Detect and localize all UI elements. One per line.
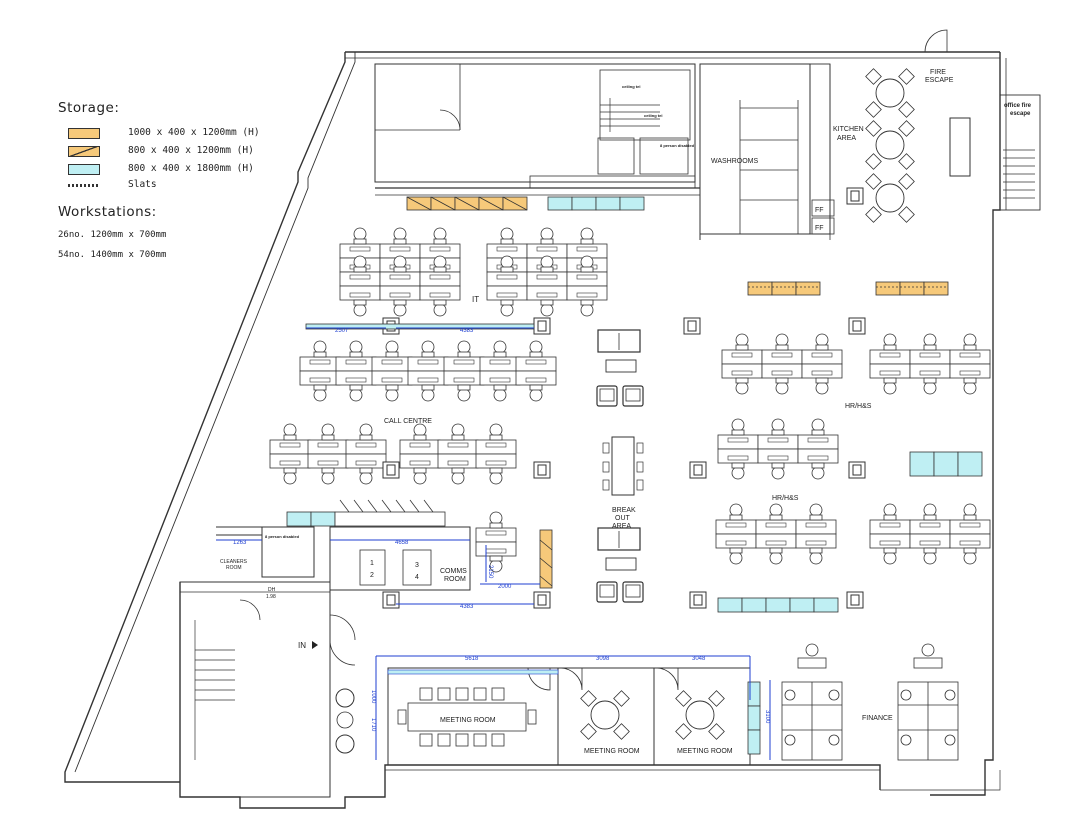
label-hr-mid: HR/H&S xyxy=(772,495,799,502)
workstations-finance xyxy=(781,643,959,761)
label-fire-escape: FIRE xyxy=(930,69,946,76)
storage-slats-comms xyxy=(334,499,446,527)
orange-swatch xyxy=(68,128,100,139)
dim-label: 1263 xyxy=(233,540,247,546)
meeting-furniture xyxy=(397,687,537,747)
label-dh: DH xyxy=(268,587,276,593)
label-rack-2: 2 xyxy=(370,572,374,579)
label-break-area: AREA xyxy=(612,523,631,530)
dim-label: 3100 xyxy=(764,710,770,724)
cyan-swatch xyxy=(68,164,100,175)
label-lift-top: 8 person disabled xyxy=(660,143,695,148)
room-labels: WASHROOMS KITCHEN AREA FIRE ESCAPE offic… xyxy=(220,69,1032,755)
dim-label: 3048 xyxy=(692,656,706,662)
orange-hatched-swatch xyxy=(68,146,100,157)
label-lift-left: 8 person disabled xyxy=(265,534,300,539)
label-meeting-3: MEETING ROOM xyxy=(677,748,733,755)
label-meeting-2: MEETING ROOM xyxy=(584,748,640,755)
breakout-furniture xyxy=(335,329,644,754)
dim-label: 4383 xyxy=(460,328,474,334)
storage-orange-top xyxy=(406,196,528,211)
label-comms: COMMS xyxy=(440,568,467,575)
meeting-round-table-1 xyxy=(580,690,630,740)
dimension-labels: 2507 4383 4383 4658 2000 1263 2150 5618 … xyxy=(233,328,770,732)
storage-cyan-hr xyxy=(909,451,983,477)
label-break: BREAK xyxy=(612,507,636,514)
label-ceiling-1: ceiling tel xyxy=(622,84,640,89)
workstations-it-left xyxy=(339,227,461,317)
dim-label: 1000 xyxy=(370,690,376,704)
label-kitchen: KITCHEN xyxy=(833,126,864,133)
storage-units xyxy=(286,196,983,755)
storage-cyan-comms xyxy=(286,511,336,527)
label-comms-room: ROOM xyxy=(444,576,466,583)
dim-label: 3098 xyxy=(596,656,610,662)
label-cleaners-room: ROOM xyxy=(226,565,242,571)
label-fire-escape-2: ESCAPE xyxy=(925,77,954,84)
label-ff-1: FF xyxy=(815,207,824,214)
label-office-fire: office fire xyxy=(1004,103,1032,109)
dim-label: 2150 xyxy=(487,565,493,579)
workstation-item: 26no. 1200mm x 700mm xyxy=(58,230,167,240)
label-dh-height: 1.98 xyxy=(266,594,276,600)
label-in: IN xyxy=(298,641,306,650)
workstations-comms-side xyxy=(475,511,517,573)
workstations-call-centre-top xyxy=(299,340,557,402)
workstations-hr-bottom xyxy=(715,503,991,565)
meeting-round-table-2 xyxy=(675,690,725,740)
label-kitchen-area: AREA xyxy=(837,135,856,142)
kitchen-tables xyxy=(865,68,971,223)
storage-cyan-meeting xyxy=(747,681,761,755)
workstation-item: 54no. 1400mm x 700mm xyxy=(58,250,167,260)
storage-orange-hr xyxy=(747,281,949,296)
label-finance: FINANCE xyxy=(862,715,893,722)
label-meeting-1: MEETING ROOM xyxy=(440,717,496,724)
dim-label: 5618 xyxy=(465,656,479,662)
label-call-centre: CALL CENTRE xyxy=(384,418,432,425)
storage-orange-vertical xyxy=(539,529,553,589)
label-washrooms: WASHROOMS xyxy=(711,158,759,165)
label-ff-2: FF xyxy=(815,225,824,232)
label-rack-1: 1 xyxy=(370,560,374,567)
label-cleaners: CLEANERS xyxy=(220,559,248,565)
dim-label: 2000 xyxy=(498,584,512,590)
workstations-heading: Workstations: xyxy=(58,204,157,220)
dim-label: 2507 xyxy=(335,328,349,334)
label-it: IT xyxy=(472,295,479,304)
label-rack-3: 3 xyxy=(415,562,419,569)
storage-heading: Storage: xyxy=(58,100,120,116)
workstations-hr-top xyxy=(721,333,991,395)
building-walls xyxy=(64,29,1041,809)
label-office-fire-escape: escape xyxy=(1010,111,1031,117)
label-rack-4: 4 xyxy=(415,574,419,581)
label-hr-top: HR/H&S xyxy=(845,403,872,410)
workstations-it-right xyxy=(486,227,608,317)
label-ceiling-2: ceiling tel xyxy=(644,113,662,118)
storage-cyan-top xyxy=(547,196,645,211)
workstations-hr-mid xyxy=(717,418,839,480)
slats-swatch xyxy=(68,184,98,187)
label-break-out: OUT xyxy=(615,515,631,522)
dim-label: 4658 xyxy=(395,540,409,546)
legend: Storage: 1000 x 400 x 1200mm (H) 800 x 4… xyxy=(58,100,260,260)
entry-arrow-icon xyxy=(312,641,318,649)
dim-label: 1710 xyxy=(370,718,376,732)
dim-label: 4383 xyxy=(460,604,474,610)
dimension-lines xyxy=(216,323,771,760)
storage-cyan-bottom xyxy=(717,597,839,613)
